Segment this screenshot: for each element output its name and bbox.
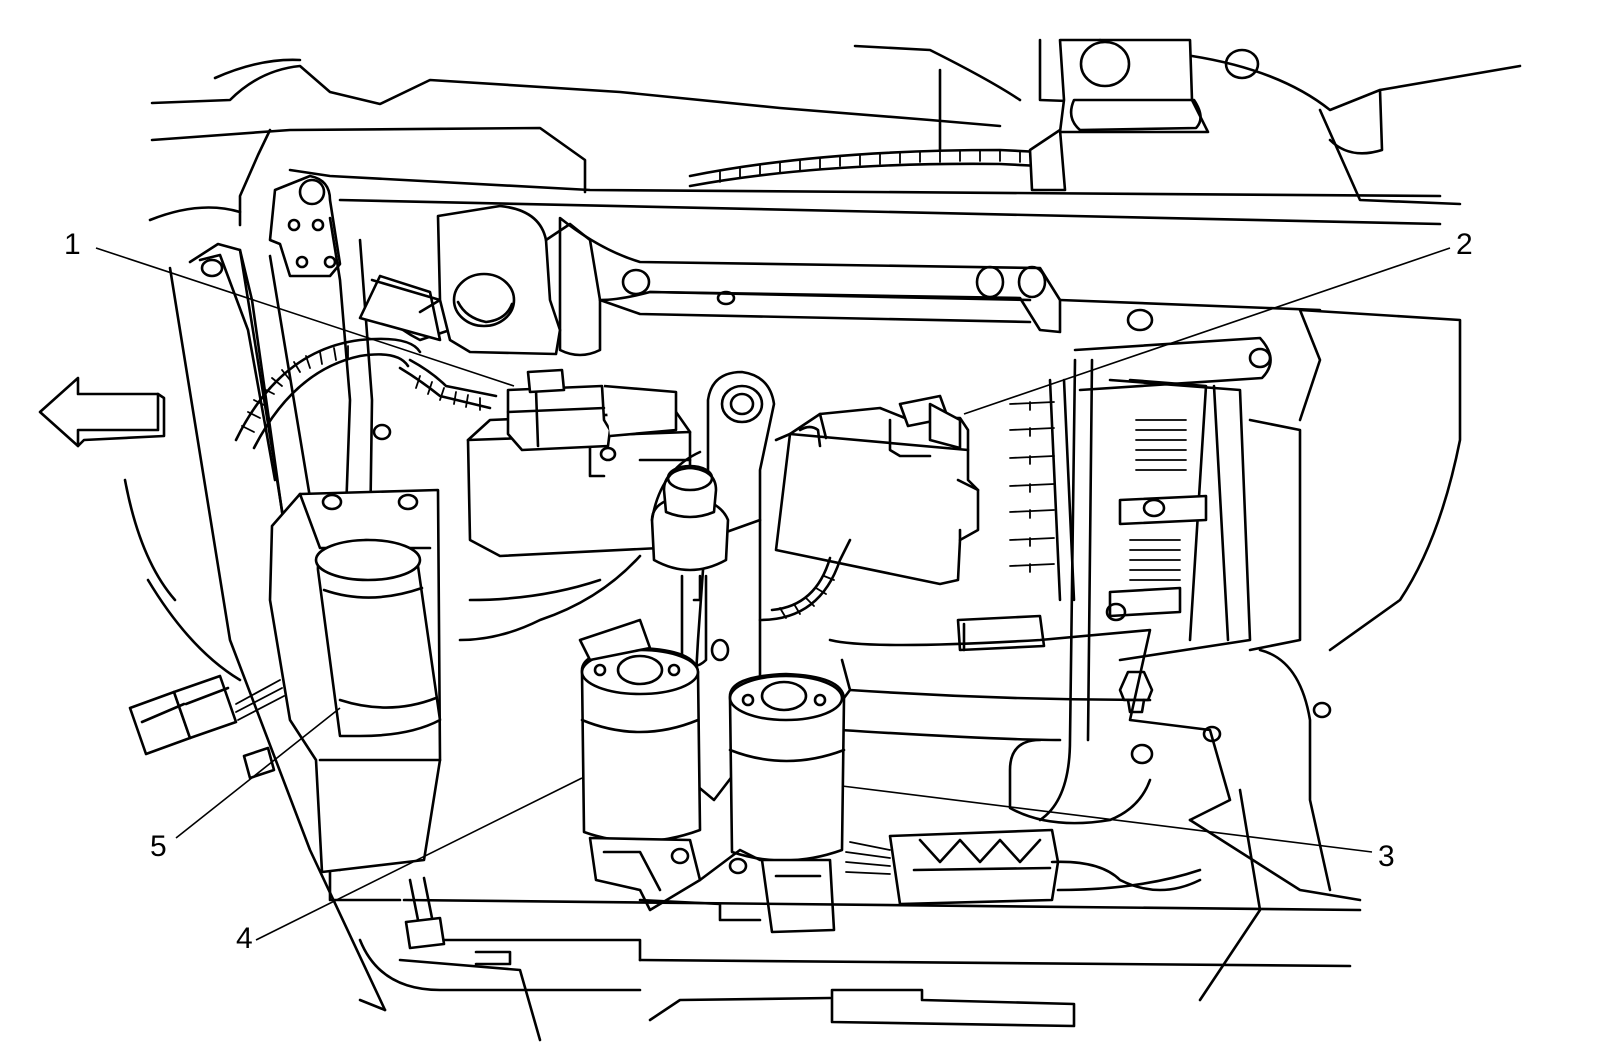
arrow-left-icon (38, 376, 166, 448)
fasteners (599, 290, 1166, 622)
callout-5: 5 (150, 830, 167, 863)
module-connector (506, 368, 678, 452)
wiring-harness-center (458, 450, 852, 642)
seat-bracket-top-right (1058, 38, 1260, 134)
callout-4: 4 (236, 922, 253, 955)
left-plug-connector (128, 674, 285, 780)
callout-labels: 1 2 3 4 5 (64, 228, 1473, 955)
seat-frame-top (148, 38, 1522, 227)
upper-pivot-bracket (436, 204, 602, 356)
lower-adjuster-motor-left (578, 618, 702, 843)
upper-seat-rail (558, 216, 1322, 422)
wiring-harness-left (234, 274, 498, 450)
right-seat-track (1009, 308, 1462, 892)
center-adjuster-motor (650, 464, 730, 668)
lower-adjuster-motor-right (728, 658, 852, 862)
callout-1: 1 (64, 228, 81, 261)
lower-frame (828, 614, 1362, 1002)
left-adjuster-motor (314, 538, 442, 738)
lower-harness-connector (845, 828, 1202, 906)
callout-3: 3 (1378, 840, 1395, 873)
wiring-harness-top (688, 128, 1067, 192)
bottom-rails (358, 876, 1362, 1042)
seat-gear-motor (774, 394, 980, 586)
leader-lines (95, 247, 1451, 941)
callout-2: 2 (1456, 228, 1473, 261)
